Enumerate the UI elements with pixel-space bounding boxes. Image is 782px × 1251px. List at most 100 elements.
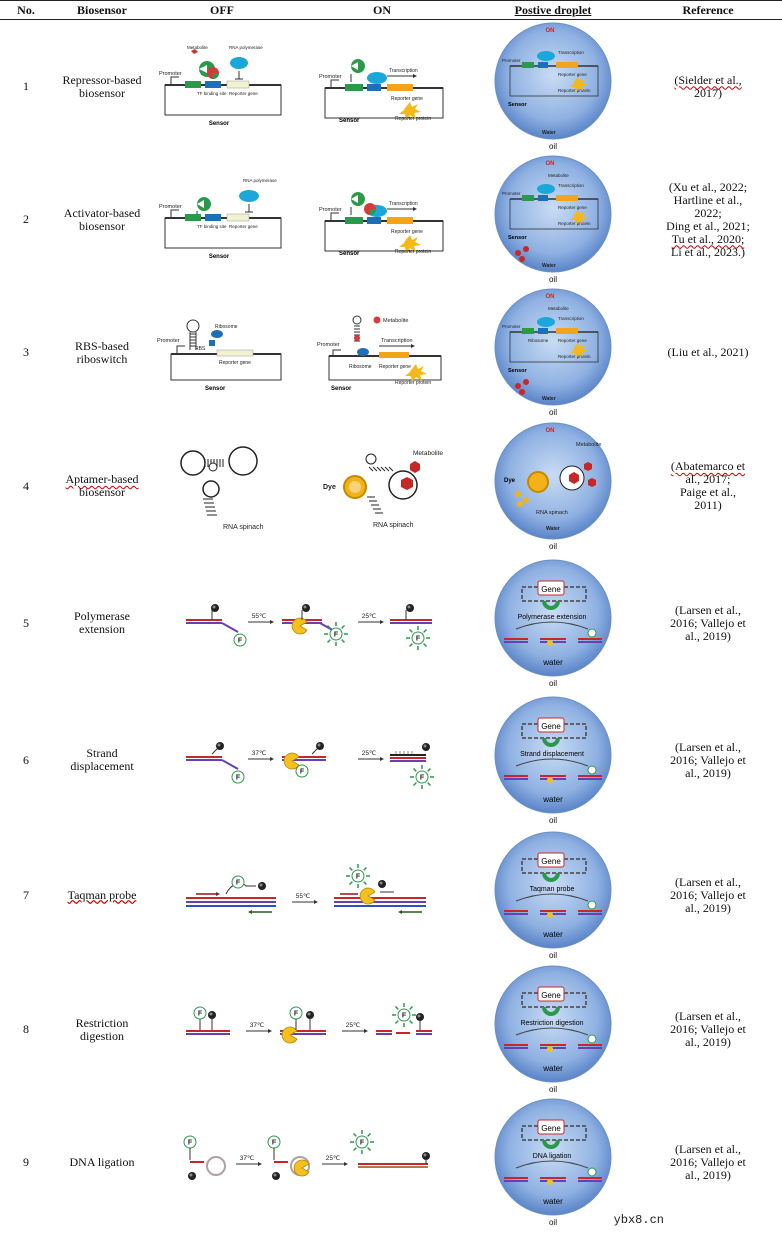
svg-text:Transcription: Transcription: [558, 50, 584, 55]
header-off: OFF: [152, 0, 292, 20]
oil-label: oil: [548, 142, 557, 151]
aptamer-off-diagram: RNA spinach: [180, 446, 264, 531]
svg-text:Reporter gene: Reporter gene: [379, 364, 411, 370]
svg-text:F: F: [300, 769, 305, 776]
svg-text:Reporter protein: Reporter protein: [395, 380, 431, 386]
row-number: 8: [23, 1022, 29, 1036]
svg-text:Water: Water: [542, 130, 556, 136]
header-reference: Reference: [634, 0, 782, 20]
svg-text:25℃: 25℃: [362, 613, 377, 620]
reference-line: Paige et al.,: [680, 485, 736, 499]
svg-text:Reporter gene: Reporter gene: [219, 360, 251, 366]
svg-text:Sensor: Sensor: [508, 235, 528, 241]
biosensor-line: extension: [79, 622, 125, 636]
svg-text:Dye: Dye: [323, 484, 336, 491]
reference-line: 2011): [694, 498, 722, 512]
biosensor-line: displacement: [70, 759, 134, 773]
svg-text:RBS: RBS: [195, 346, 206, 352]
oil-label: oil: [548, 275, 557, 284]
oil-label: oil: [548, 541, 557, 551]
svg-text:ON: ON: [546, 161, 555, 167]
svg-text:ON: ON: [546, 294, 555, 300]
reference-cell: (Sielder et al.,2017): [634, 20, 782, 154]
svg-text:Sensor: Sensor: [205, 386, 226, 392]
off-cell: RNA spinach: [152, 419, 292, 553]
svg-text:water: water: [542, 658, 563, 667]
svg-text:F: F: [238, 638, 243, 645]
reference-cell: (Liu et al., 2021): [634, 286, 782, 419]
row-number: 3: [23, 345, 29, 359]
svg-text:F: F: [188, 1139, 193, 1146]
reference-line: al., 2019): [685, 628, 731, 643]
svg-text:ON: ON: [546, 28, 555, 34]
svg-text:ON: ON: [546, 428, 555, 434]
header-biosensor: Biosensor: [52, 0, 152, 20]
svg-text:Reporter gene: Reporter gene: [229, 91, 258, 96]
row-number: 4: [23, 478, 29, 493]
svg-text:25℃: 25℃: [346, 1022, 361, 1029]
reference-line: (Xu et al., 2022;: [668, 179, 748, 194]
svg-text:Gene: Gene: [541, 585, 561, 594]
reference-line: al., 2019): [685, 900, 731, 915]
biosensor-line: Activator-based: [63, 205, 141, 220]
reference-line: Li et al., 2023.): [671, 244, 745, 259]
oil-label: oil: [548, 1218, 557, 1227]
reference-line: (Larsen et al.,: [675, 874, 741, 889]
biosensor-line: biosensor: [79, 218, 125, 233]
svg-text:Water: Water: [542, 396, 556, 402]
svg-text:TF binding site: TF binding site: [197, 91, 227, 96]
svg-text:Sensor: Sensor: [209, 254, 230, 260]
biosensor-line: biosensor: [79, 85, 125, 100]
svg-text:Promoter: Promoter: [502, 324, 521, 329]
svg-text:Reporter gene: Reporter gene: [391, 96, 423, 102]
svg-text:Reporter protein: Reporter protein: [558, 221, 591, 226]
reference-line: 2017): [694, 85, 722, 100]
svg-text:Promoter: Promoter: [319, 74, 342, 80]
reference-line: (Larsen et al.,: [675, 1009, 741, 1023]
svg-text:Metabolite: Metabolite: [548, 173, 569, 178]
svg-text:RNA spinach: RNA spinach: [223, 524, 264, 531]
svg-text:37℃: 37℃: [252, 750, 267, 757]
watermark: ybx8.cn: [613, 1213, 664, 1227]
svg-text:Ribosome: Ribosome: [528, 338, 549, 343]
svg-text:DNA ligation: DNA ligation: [533, 1153, 572, 1160]
svg-text:Reporter gene: Reporter gene: [391, 229, 423, 235]
biosensor-line: biosensor: [79, 485, 125, 499]
svg-text:Reporter protein: Reporter protein: [395, 116, 431, 122]
svg-text:Strand displacement: Strand displacement: [520, 751, 584, 758]
svg-text:Promoter: Promoter: [502, 58, 521, 63]
process-diagram: F55℃F: [186, 864, 426, 914]
svg-text:Promoter: Promoter: [159, 204, 182, 210]
biosensor-line: riboswitch: [76, 351, 128, 366]
reference-line: Tu et al., 2020;: [671, 231, 745, 246]
svg-text:Gene: Gene: [541, 722, 561, 731]
